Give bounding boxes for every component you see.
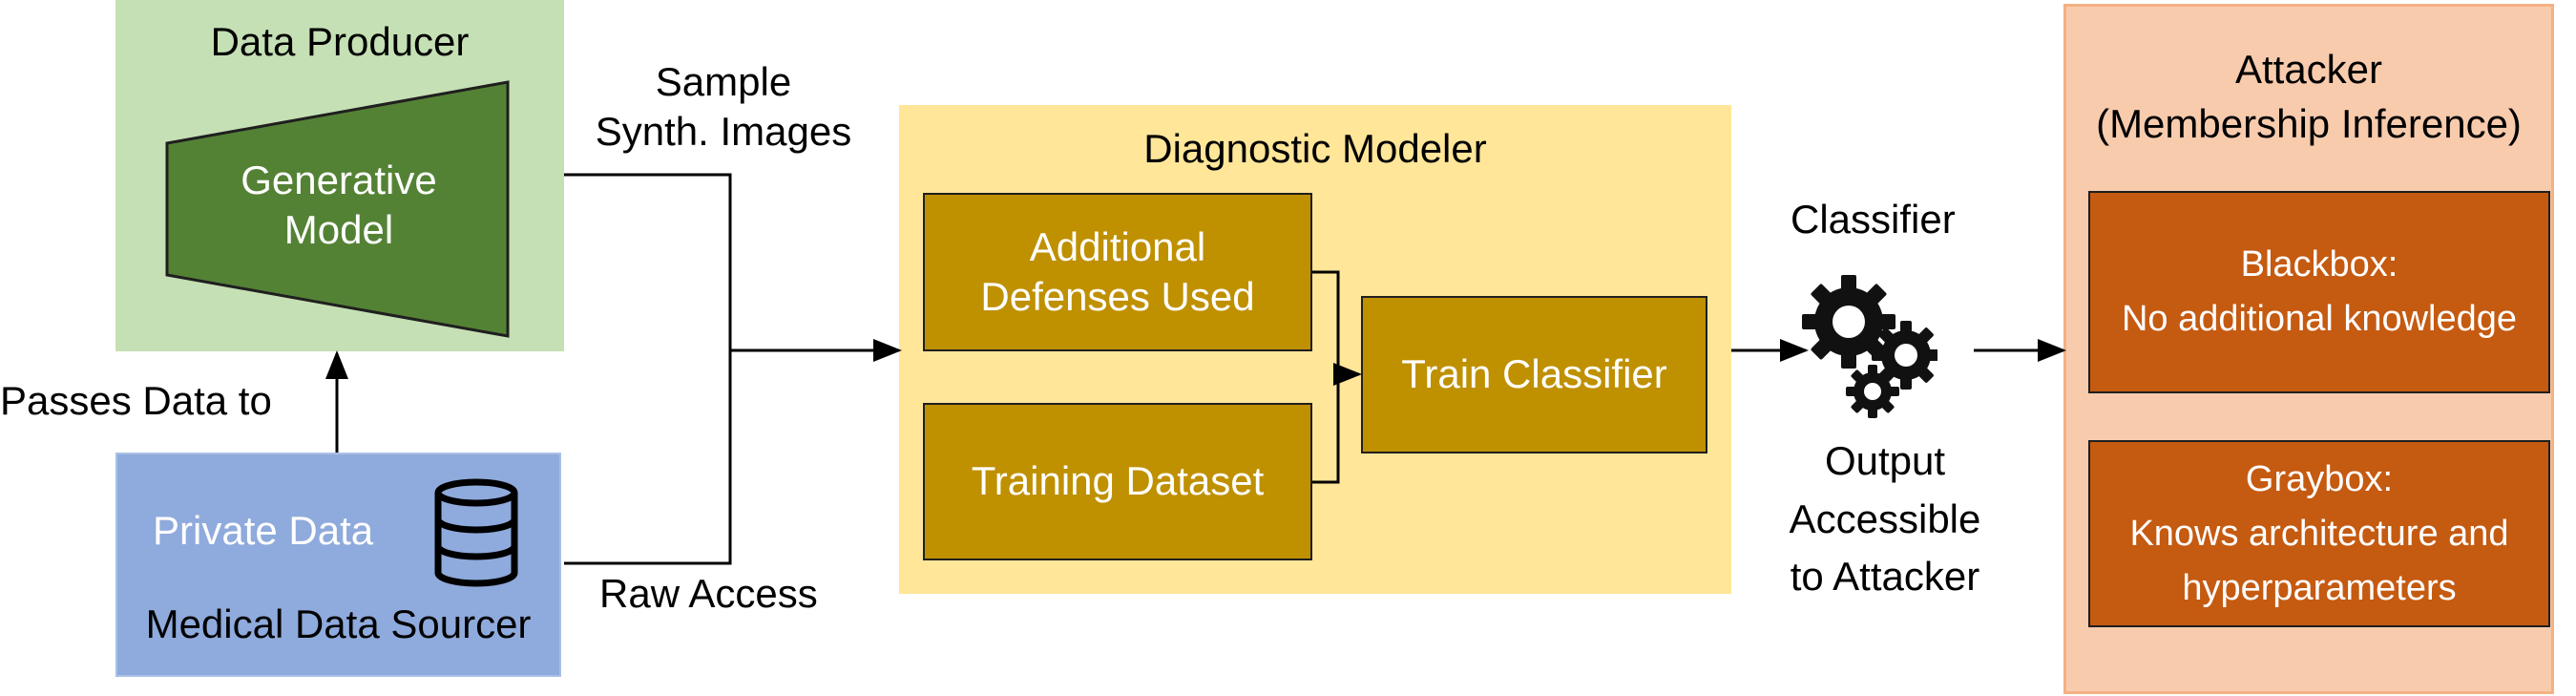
medical-data-sourcer-title: Medical Data Sourcer <box>145 601 532 646</box>
generative-model-label: Generative Model <box>241 157 437 253</box>
attacker-title: Attacker (Membership Inference) <box>2096 47 2522 146</box>
classifier-label: Classifier <box>1791 197 1956 242</box>
data-producer-title: Data Producer <box>210 18 470 64</box>
additional-defenses-box: Additional Defenses Used <box>923 193 1312 351</box>
database-icon <box>434 478 518 587</box>
output-accessible-label: Output Accessible to Attacker <box>1789 437 1981 600</box>
gears-icon <box>1802 275 1937 418</box>
train-classifier-box: Train Classifier <box>1361 296 1707 453</box>
graybox-box: Graybox: Knows architecture and hyperpar… <box>2088 440 2550 627</box>
blackbox-box: Blackbox: No additional knowledge <box>2088 191 2550 393</box>
passes-data-label: Passes Data to <box>0 378 272 423</box>
private-data-label: Private Data <box>153 508 374 553</box>
bracket-boxes-to-train <box>1312 270 1340 484</box>
raw-access-label: Raw Access <box>599 571 818 616</box>
line-producer-to-modeler <box>564 173 732 565</box>
generative-model-shape <box>165 80 510 338</box>
diagnostic-modeler-title: Diagnostic Modeler <box>1143 125 1487 171</box>
medical-data-sourcer-panel <box>115 453 561 677</box>
sample-synth-images-label: Sample Synth. Images <box>595 58 852 155</box>
training-dataset-box: Training Dataset <box>923 403 1312 560</box>
